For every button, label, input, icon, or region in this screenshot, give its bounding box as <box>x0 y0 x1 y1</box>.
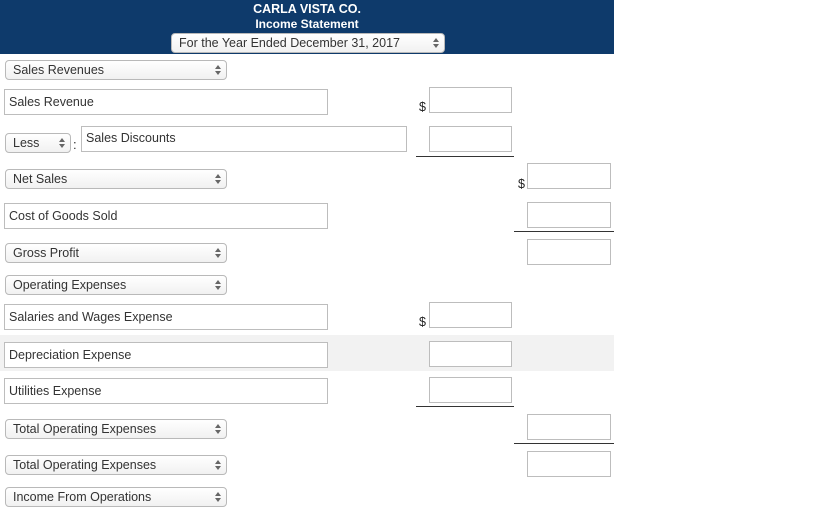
income-from-operations-select[interactable]: Income From Operations <box>5 487 227 507</box>
sales-revenues-select-label: Sales Revenues <box>13 63 105 77</box>
dollar-sign: $ <box>518 177 525 191</box>
net-sales-select-label: Net Sales <box>13 172 68 186</box>
total-operating-expenses-amount-input-2[interactable] <box>527 451 611 477</box>
gross-profit-amount-input[interactable] <box>527 239 611 265</box>
select-arrows-icon <box>215 423 221 435</box>
operating-expenses-select-label: Operating Expenses <box>13 278 127 292</box>
total-operating-expenses-select[interactable]: Total Operating Expenses <box>5 419 227 439</box>
sales-discounts-amount-input[interactable] <box>429 126 512 152</box>
less-select-label: Less <box>13 136 40 150</box>
select-arrows-icon <box>215 173 221 185</box>
income-from-operations-select-label: Income From Operations <box>13 490 152 504</box>
select-arrows-icon <box>215 279 221 291</box>
period-select[interactable]: For the Year Ended December 31, 2017 <box>171 33 445 53</box>
depreciation-field[interactable]: Depreciation Expense <box>4 342 328 368</box>
cost-of-goods-sold-amount-input[interactable] <box>527 202 611 228</box>
gross-profit-select[interactable]: Gross Profit <box>5 243 227 263</box>
dollar-sign: $ <box>419 315 426 329</box>
gross-profit-select-label: Gross Profit <box>13 246 79 260</box>
sales-revenues-select[interactable]: Sales Revenues <box>5 60 227 80</box>
select-arrows-icon <box>433 37 439 49</box>
select-arrows-icon <box>215 491 221 503</box>
dollar-sign: $ <box>419 100 426 114</box>
net-sales-amount-input[interactable] <box>527 163 611 189</box>
subtotal-rule <box>416 406 514 407</box>
less-select[interactable]: Less <box>5 133 71 153</box>
select-arrows-icon <box>215 64 221 76</box>
select-arrows-icon <box>59 137 65 149</box>
cost-of-goods-sold-field[interactable]: Cost of Goods Sold <box>4 203 328 229</box>
select-arrows-icon <box>215 247 221 259</box>
period-select-label: For the Year Ended December 31, 2017 <box>179 36 400 50</box>
utilities-field[interactable]: Utilities Expense <box>4 378 328 404</box>
depreciation-amount-input[interactable] <box>429 341 512 367</box>
colon-separator: : <box>73 137 77 152</box>
total-operating-expenses-select-label: Total Operating Expenses <box>13 458 157 472</box>
salaries-and-wages-field[interactable]: Salaries and Wages Expense <box>4 304 328 330</box>
sales-discounts-field[interactable]: Sales Discounts <box>81 126 407 152</box>
subtotal-rule <box>514 443 614 444</box>
select-arrows-icon <box>215 459 221 471</box>
statement-title: Income Statement <box>255 17 359 31</box>
utilities-amount-input[interactable] <box>429 377 512 403</box>
sales-revenue-field[interactable]: Sales Revenue <box>4 89 328 115</box>
statement-header: CARLA VISTA CO. Income Statement For the… <box>0 0 614 54</box>
total-operating-expenses-amount-input[interactable] <box>527 414 611 440</box>
salaries-and-wages-amount-input[interactable] <box>429 302 512 328</box>
total-operating-expenses-select-label: Total Operating Expenses <box>13 422 157 436</box>
subtotal-rule <box>416 156 514 157</box>
sales-revenue-amount-input[interactable] <box>429 87 512 113</box>
operating-expenses-select[interactable]: Operating Expenses <box>5 275 227 295</box>
net-sales-select[interactable]: Net Sales <box>5 169 227 189</box>
total-operating-expenses-select-2[interactable]: Total Operating Expenses <box>5 455 227 475</box>
company-name: CARLA VISTA CO. <box>253 2 361 16</box>
subtotal-rule <box>514 231 614 232</box>
